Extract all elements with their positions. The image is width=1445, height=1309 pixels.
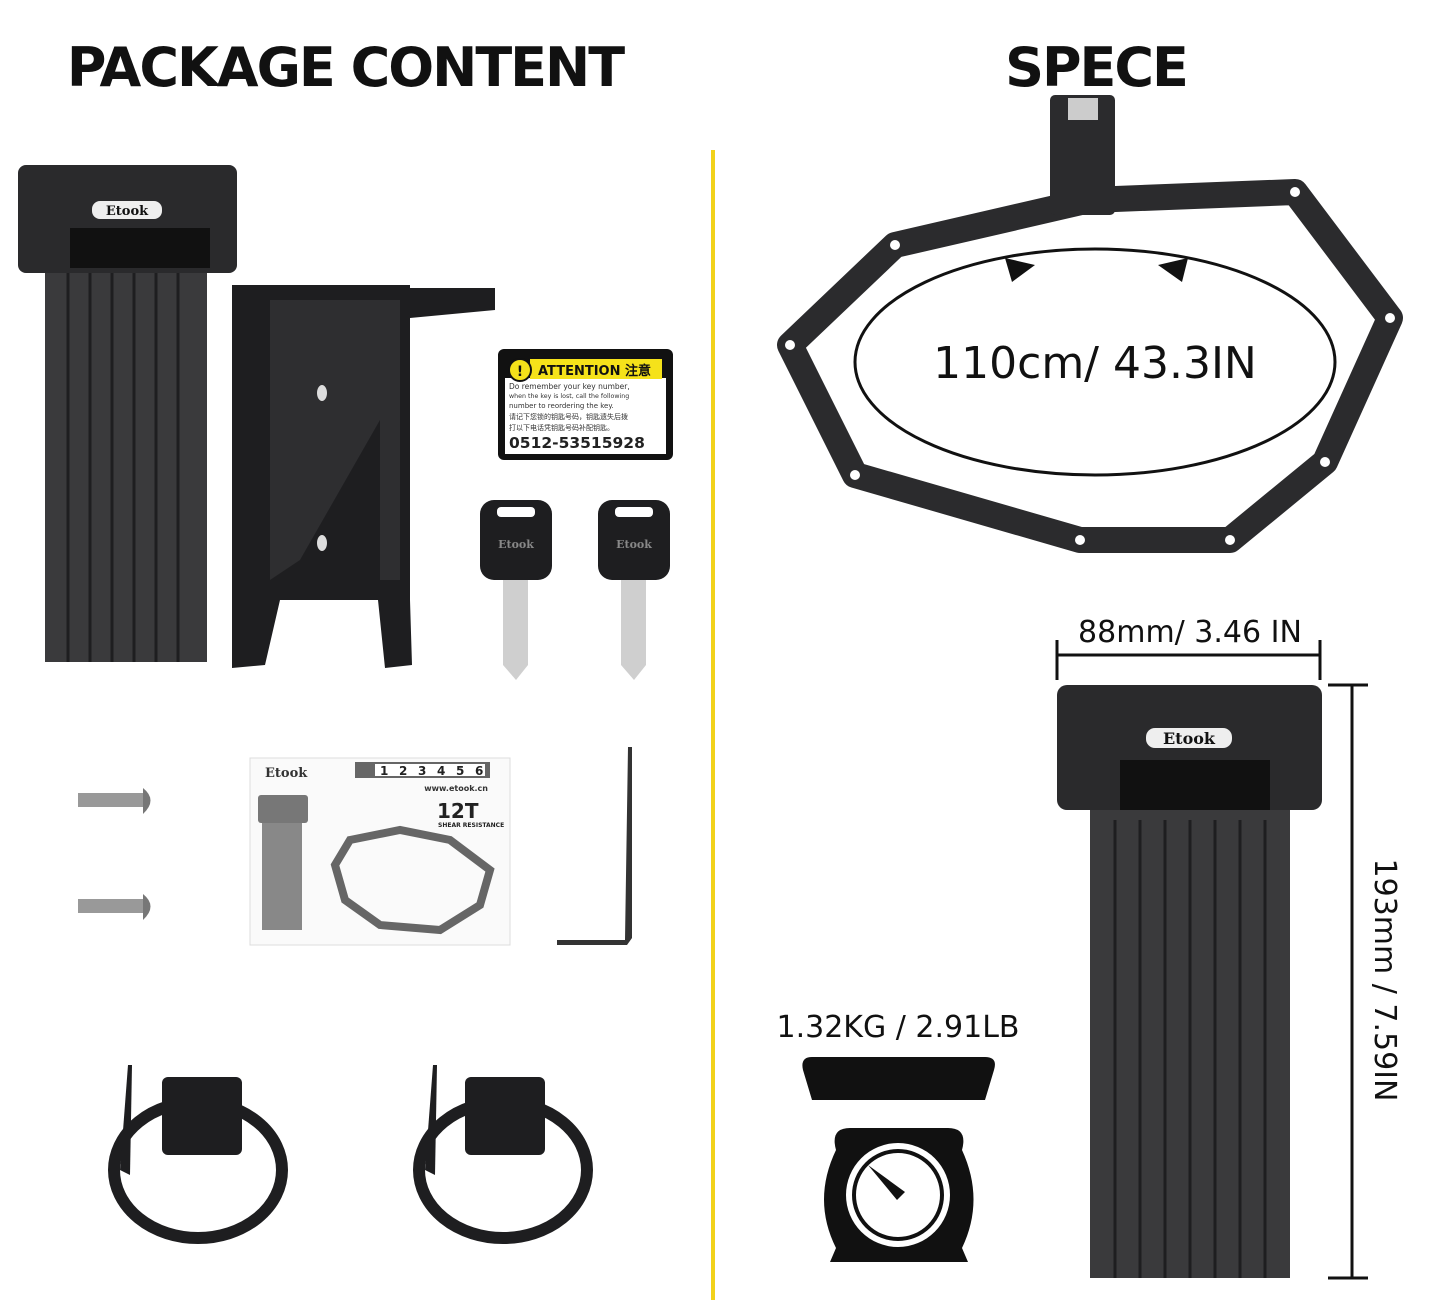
height-label: 193mm / 7.59IN — [1367, 859, 1402, 1102]
arrow-icon — [1005, 258, 1035, 282]
level-number: 3 — [418, 764, 426, 778]
screw-icon — [78, 788, 151, 814]
level-number: 2 — [399, 764, 407, 778]
level-number: 5 — [456, 764, 464, 778]
attention-line: number to reordering the key. — [509, 402, 614, 410]
screw-icon — [78, 894, 151, 920]
key-icon: Etook — [598, 500, 670, 680]
svg-text:!: ! — [517, 364, 523, 380]
attention-phone: 0512-53515928 — [509, 434, 645, 452]
attention-label: ! ATTENTION 注意 Do remember your key numb… — [498, 349, 673, 460]
height-dimension-line — [1328, 683, 1368, 1280]
mounting-strap — [108, 1065, 288, 1244]
instruction-manual: Etook 1 2 3 4 5 6 www.etook.cn 12T SHEAR… — [249, 757, 511, 946]
shear-text: SHEAR RESISTANCE — [438, 822, 504, 829]
shear-value: 12T — [437, 799, 479, 823]
circumference-label: 110cm/ 43.3IN — [933, 338, 1257, 389]
attention-line: when the key is lost, call the following — [509, 393, 629, 400]
spec-title: SPECE — [1005, 36, 1187, 99]
level-number: 6 — [475, 764, 483, 778]
arrow-icon — [1158, 258, 1188, 282]
level-number: 4 — [437, 764, 445, 778]
key-brand-logo: Etook — [498, 538, 534, 551]
mounting-strap — [413, 1065, 593, 1244]
level-number: 1 — [380, 764, 388, 778]
scale-icon — [802, 1057, 995, 1262]
circumference-ellipse — [853, 247, 1337, 477]
manual-brand: Etook — [265, 766, 308, 781]
unfolded-lock-image — [777, 95, 1403, 553]
folded-lock-dimension-image: Etook — [1057, 685, 1322, 1278]
width-label: 88mm/ 3.46 IN — [1078, 615, 1302, 650]
brand-logo: Etook — [106, 204, 149, 219]
manual-website: www.etook.cn — [424, 784, 488, 793]
folded-lock-image: Etook — [18, 165, 237, 662]
package-content-title: PACKAGE CONTENT — [67, 36, 625, 99]
brand-logo: Etook — [1163, 729, 1216, 748]
attention-line: 打以下电话凭钥匙号码补配钥匙。 — [509, 423, 614, 432]
allen-key-icon — [557, 747, 632, 945]
weight-label: 1.32KG / 2.91LB — [777, 1010, 1020, 1045]
attention-heading: ATTENTION 注意 — [538, 363, 651, 379]
mount-bracket-image — [232, 285, 495, 668]
key-icon: Etook — [480, 500, 552, 680]
attention-line: 请记下您锁的钥匙号码，钥匙遗失后拨 — [509, 412, 628, 421]
attention-line: Do remember your key number, — [509, 382, 630, 391]
section-divider — [711, 150, 715, 1300]
width-dimension-line — [1055, 640, 1322, 680]
key-brand-logo: Etook — [616, 538, 652, 551]
